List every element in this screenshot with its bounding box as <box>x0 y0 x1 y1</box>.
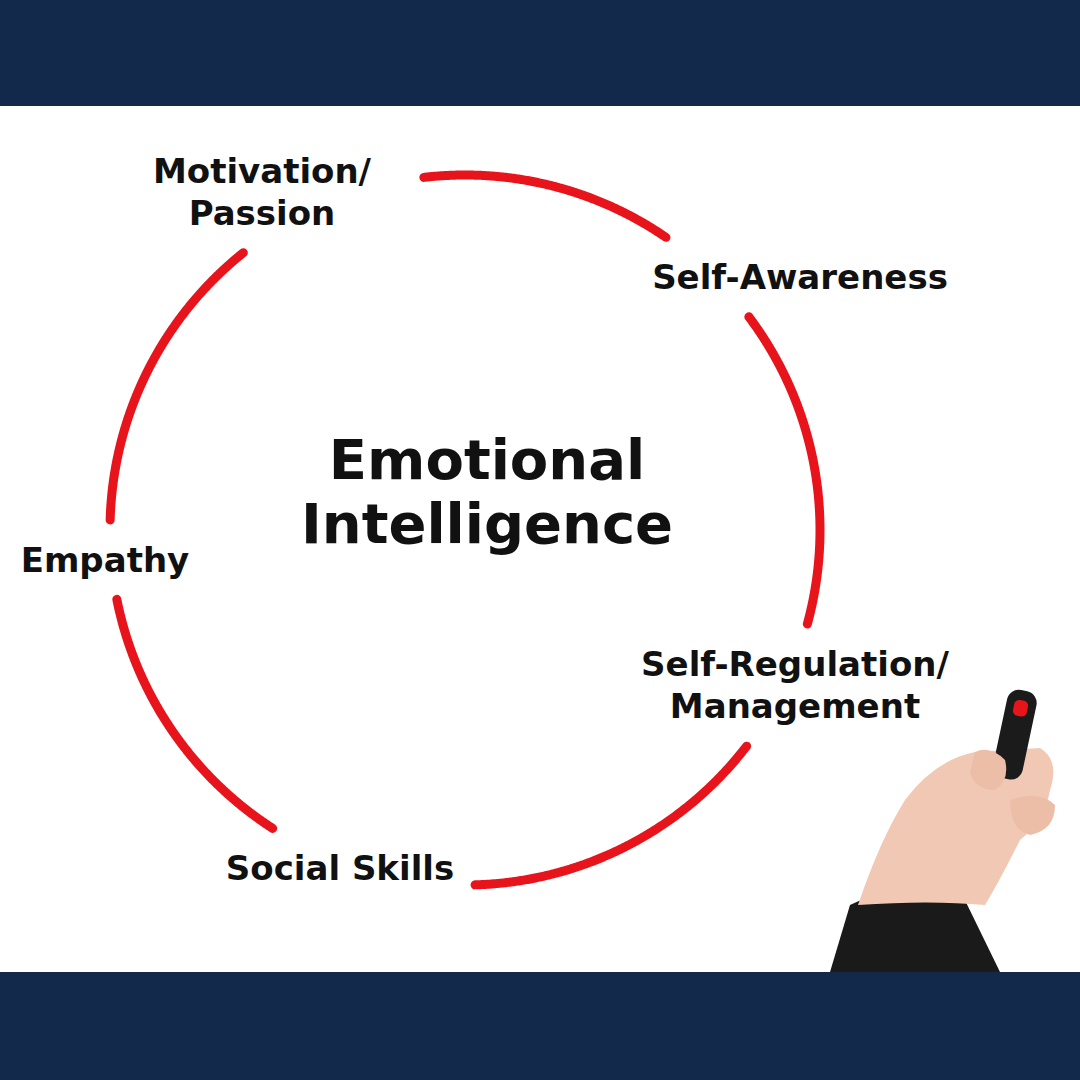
label-text: Empathy <box>21 539 190 582</box>
top-band <box>0 0 1080 106</box>
cycle-arc <box>475 746 747 885</box>
cycle-arc <box>117 599 273 828</box>
marker-tip <box>1012 699 1029 718</box>
label-text: Motivation/ Passion <box>121 150 403 235</box>
center-title: Emotional Intelligence <box>247 428 727 557</box>
cycle-label: Self-Regulation/ Management <box>600 641 990 730</box>
cycle-label: Self-Awareness <box>648 254 952 301</box>
cycle-label: Social Skills <box>222 845 458 892</box>
cycle-label: Motivation/ Passion <box>117 148 407 237</box>
label-text: Social Skills <box>226 847 454 890</box>
finger <box>1010 796 1055 835</box>
bottom-band <box>0 972 1080 1080</box>
cycle-label: Empathy <box>17 537 194 584</box>
hand-illustration <box>830 688 1055 972</box>
thumb <box>970 750 1006 790</box>
cycle-arc <box>110 253 243 520</box>
label-text: Self-Awareness <box>652 256 948 299</box>
cycle-arc <box>749 317 820 624</box>
label-text: Self-Regulation/ Management <box>604 643 986 728</box>
cycle-arc <box>424 175 666 237</box>
